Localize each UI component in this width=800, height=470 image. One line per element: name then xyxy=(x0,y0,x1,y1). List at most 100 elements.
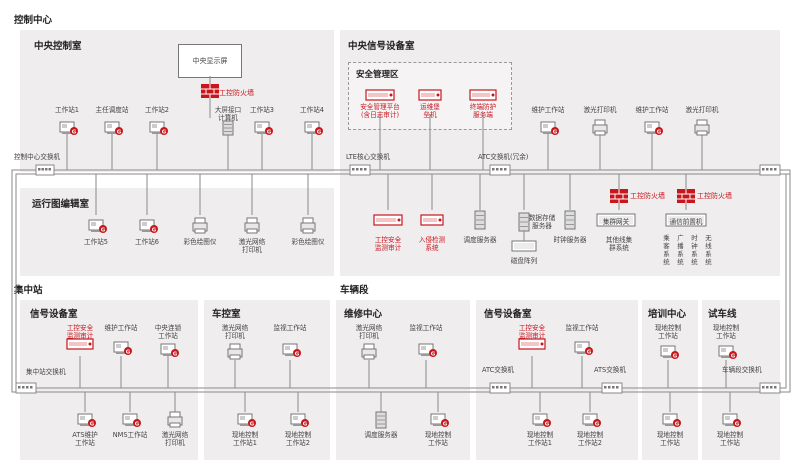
label-big-screen-pc: 大屏接口 计算机 xyxy=(214,106,242,122)
svg-text:G: G xyxy=(673,353,678,359)
label-chief-dispatch: 主任调度站 xyxy=(95,106,129,114)
security-device-icon xyxy=(418,89,442,101)
workstation-icon: G xyxy=(290,413,309,427)
label-ws5: 工作站5 xyxy=(84,238,108,246)
svg-text:G: G xyxy=(443,421,448,427)
panel-training xyxy=(642,300,698,460)
workstation-icon: G xyxy=(88,219,107,233)
label-local-ws-train-bottom: 现地控制 工作站 xyxy=(656,431,684,447)
workstation-icon: G xyxy=(77,413,96,427)
workstation-icon: G xyxy=(113,341,132,355)
title-central-control: 中央控制室 xyxy=(34,41,82,52)
label-monitor-ws-ctrl: 监视工作站 xyxy=(273,324,307,332)
firewall-label-b: 工控防火墙 xyxy=(697,192,732,200)
workstation-icon: G xyxy=(282,343,301,357)
switch-icon xyxy=(759,382,781,394)
label-local-ws-test-top: 现地控制 工作站 xyxy=(712,324,740,340)
label-atc-switch: ATC交换机(冗余) xyxy=(478,153,529,161)
label-local-ws1-ctrl: 现地控制 工作站1 xyxy=(231,431,259,447)
label-atc-switch-depot: ATC交换机 xyxy=(482,366,515,374)
label-broadcast-sys: 广播系统 xyxy=(677,234,684,266)
printer-icon xyxy=(300,217,316,234)
svg-text:G: G xyxy=(250,421,255,427)
svg-text:G: G xyxy=(731,353,736,359)
workstation-icon: G xyxy=(718,345,737,359)
printer-icon xyxy=(592,119,608,136)
workstation-icon: G xyxy=(122,413,141,427)
label-local-ws2-depot: 现地控制 工作站2 xyxy=(576,431,604,447)
svg-text:G: G xyxy=(295,351,300,357)
workstation-icon: G xyxy=(104,121,123,135)
label-endpoint-protect: 终端防护 服务端 xyxy=(469,103,497,119)
switch-icon xyxy=(489,164,511,176)
svg-text:G: G xyxy=(553,129,558,135)
title-training: 培训中心 xyxy=(648,309,687,320)
switch-icon xyxy=(601,382,623,394)
label-clock-sys: 时钟系统 xyxy=(691,234,698,266)
label-maint-ws-station: 维护工作站 xyxy=(104,324,138,332)
svg-text:G: G xyxy=(595,421,600,427)
title-control-room: 车控室 xyxy=(212,309,241,320)
workstation-icon: G xyxy=(254,121,273,135)
title-security-zone: 安全管理区 xyxy=(356,70,399,80)
server-icon xyxy=(375,411,387,429)
label-cluster-gateway: 集群网关 xyxy=(602,218,630,226)
workstation-icon: G xyxy=(532,413,551,427)
firewall-icon xyxy=(610,189,628,203)
title-depot: 车辆段 xyxy=(340,285,369,296)
label-cluster-system: 其他线集 群系统 xyxy=(605,236,633,252)
label-disk-array: 磁盘阵列 xyxy=(510,257,538,265)
workstation-icon: G xyxy=(139,219,158,233)
svg-text:G: G xyxy=(735,421,740,427)
label-local-ws1-depot: 现地控制 工作站1 xyxy=(526,431,554,447)
printer-icon xyxy=(361,343,377,360)
svg-text:G: G xyxy=(545,421,550,427)
switch-icon xyxy=(35,164,55,176)
workstation-icon: G xyxy=(660,345,679,359)
panel-central-control xyxy=(20,30,334,172)
workstation-icon: G xyxy=(160,343,179,357)
label-ics-audit-depot: 工控安全 监测审计 xyxy=(518,324,546,340)
label-net-printer-map: 激光网络 打印机 xyxy=(238,238,266,254)
label-ats-switch-depot: ATS交换机 xyxy=(594,366,626,374)
label-maint-ws-b: 维护工作站 xyxy=(635,106,669,114)
title-test-line: 试车线 xyxy=(708,309,737,320)
label-dispatch-server-maint: 调度服务器 xyxy=(364,431,398,439)
svg-text:G: G xyxy=(126,349,131,355)
label-monitor-ws-depot: 监视工作站 xyxy=(565,324,599,332)
svg-text:G: G xyxy=(135,421,140,427)
workstation-icon: G xyxy=(574,341,593,355)
label-nms-ws: NMS工作站 xyxy=(112,431,148,439)
printer-icon xyxy=(244,217,260,234)
title-centralized-station: 集中站 xyxy=(14,285,43,296)
label-plotter-a: 彩色绘图仪 xyxy=(183,238,217,246)
svg-text:G: G xyxy=(267,129,272,135)
printer-icon xyxy=(192,217,208,234)
firewall-label-a: 工控防火墙 xyxy=(630,192,665,200)
printer-icon xyxy=(167,411,183,428)
label-ids: 入侵检测 系统 xyxy=(418,236,446,252)
svg-text:G: G xyxy=(117,129,122,135)
svg-text:G: G xyxy=(675,421,680,427)
svg-text:G: G xyxy=(317,129,322,135)
svg-text:G: G xyxy=(162,129,167,135)
workstation-icon: G xyxy=(644,121,663,135)
label-bastion: 运维堡 垒机 xyxy=(420,103,440,119)
label-lte-switch: LTE核心交换机 xyxy=(346,153,390,161)
label-data-storage: 数据存储 服务器 xyxy=(528,214,556,230)
svg-text:G: G xyxy=(101,227,106,233)
label-ats-maint-ws: ATS维护 工作站 xyxy=(72,431,98,447)
firewall-icon xyxy=(677,189,695,203)
title-control-center: 控制中心 xyxy=(14,15,53,26)
switch-icon xyxy=(15,382,37,394)
title-signal-room-a: 信号设备室 xyxy=(30,309,78,320)
label-net-printer-ctrl: 激光网络 打印机 xyxy=(221,324,249,340)
label-control-center-switch: 控制中心交换机 xyxy=(14,153,61,161)
workstation-icon: G xyxy=(304,121,323,135)
label-sec-platform: 安全管理平台 (含日志审计) xyxy=(360,103,400,119)
label-clock-server: 时钟服务器 xyxy=(553,236,587,244)
label-local-ws-maint: 现地控制 工作站 xyxy=(424,431,452,447)
server-icon xyxy=(564,210,576,230)
panel-maintenance xyxy=(336,300,470,460)
